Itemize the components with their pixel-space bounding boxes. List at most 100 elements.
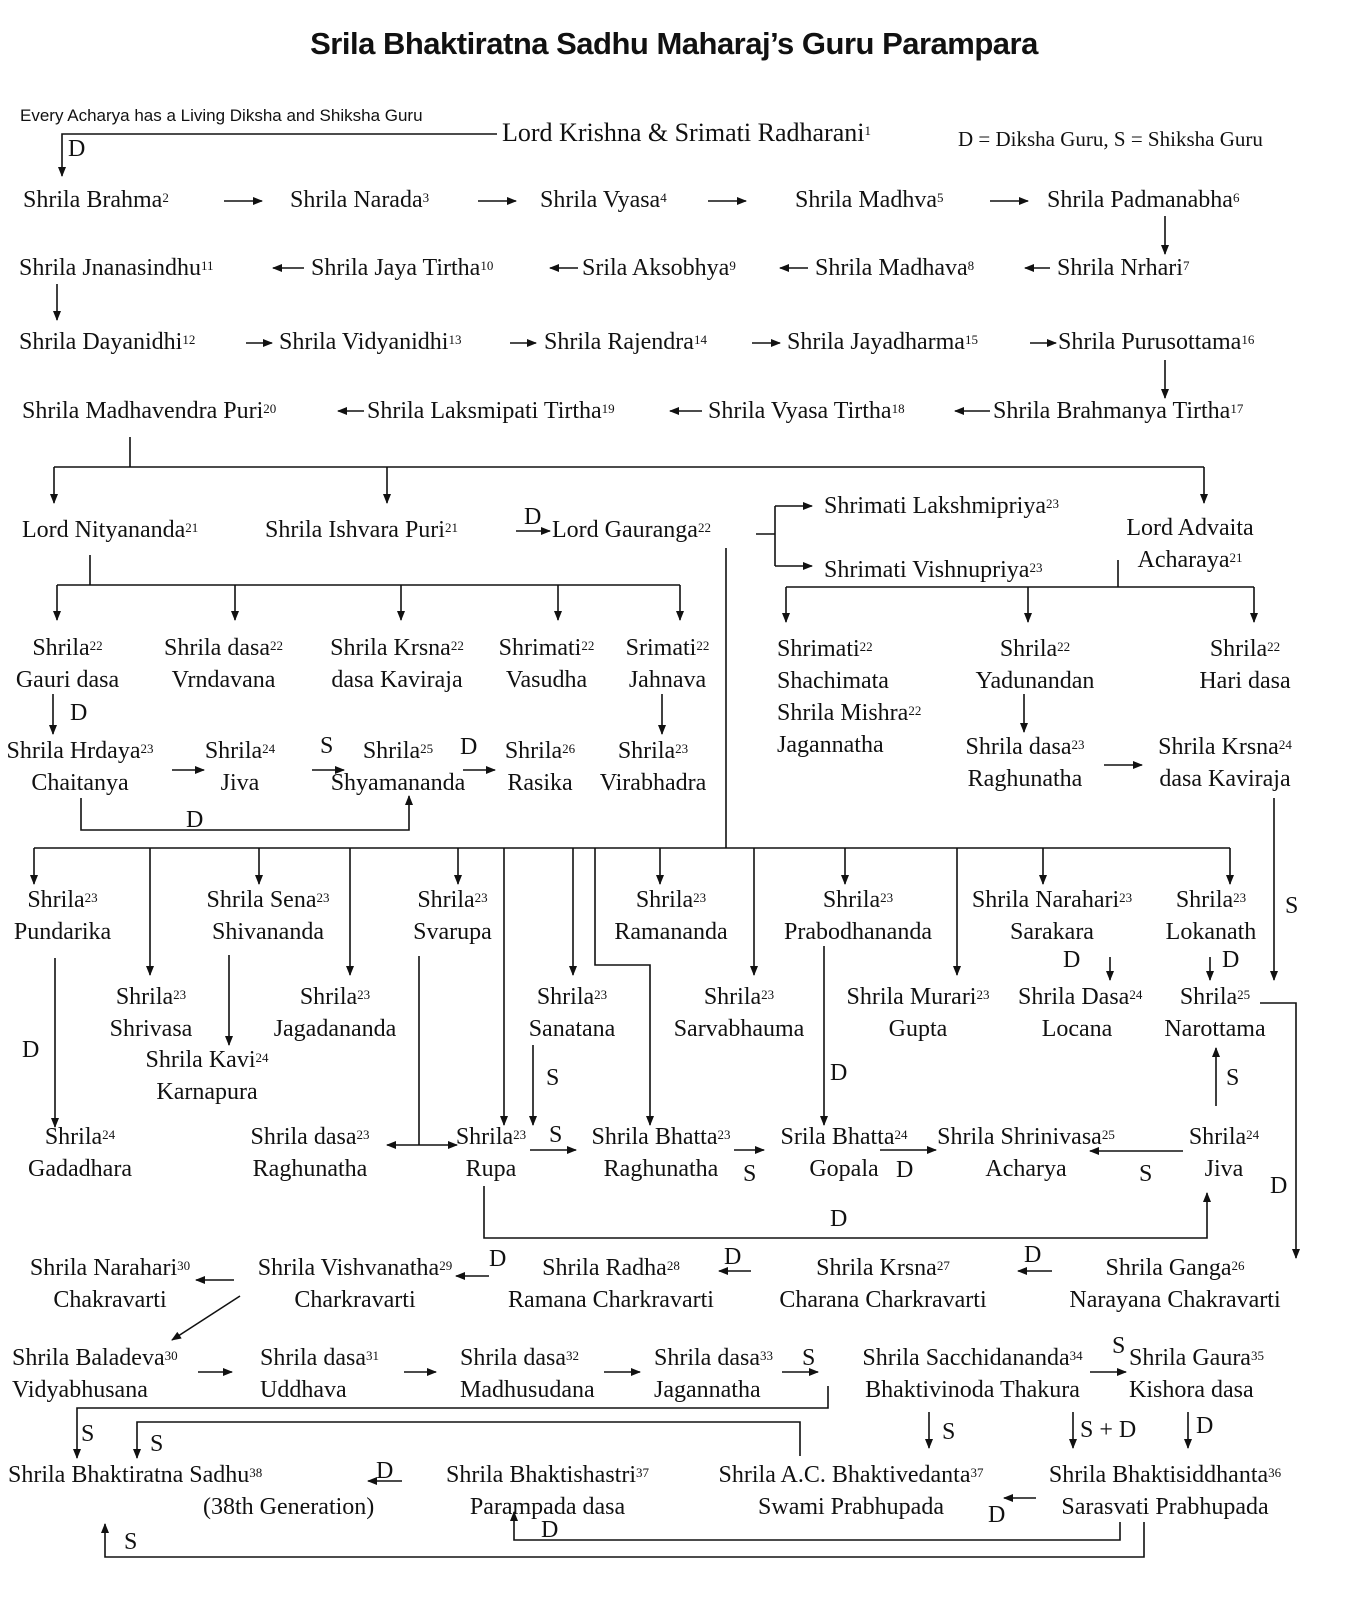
node-ishvara: Shrila Ishvara Puri21 <box>265 517 458 543</box>
edge-label-shiksha: S <box>1139 1161 1153 1187</box>
node-vyasa: Shrila Vyasa4 <box>540 187 667 213</box>
edge-label-shiksha: S <box>320 733 334 759</box>
node-aksobhya: Srila Aksobhya9 <box>582 255 736 281</box>
edge-label-shiksha: S <box>81 1421 95 1447</box>
node-madhava: Shrila Madhava8 <box>815 255 975 281</box>
edge-label-diksha: D <box>186 807 204 833</box>
node-brahmanya: Shrila Brahmanya Tirtha17 <box>993 398 1244 424</box>
node-laksmipati: Shrila Laksmipati Tirtha19 <box>367 398 615 424</box>
edge-label-diksha: D <box>830 1206 848 1232</box>
edge-label-shiksha: S <box>942 1419 956 1445</box>
edge-label-diksha: D <box>988 1502 1006 1528</box>
edge-label-diksha: D <box>896 1157 914 1183</box>
edge-label-shiksha: S <box>1226 1065 1240 1091</box>
node-madhavendra: Shrila Madhavendra Puri20 <box>22 398 277 424</box>
edge-label-diksha: D <box>830 1060 848 1086</box>
edge-label-diksha: D <box>1063 947 1081 973</box>
edge-label-diksha: D <box>70 700 88 726</box>
edge-label-diksha: D <box>1024 1242 1042 1268</box>
edge-label-shiksha: S <box>1112 1333 1126 1359</box>
edge-label-diksha: D <box>524 504 542 530</box>
node-vidyanidhi: Shrila Vidyanidhi13 <box>279 329 462 355</box>
node-brahma: Shrila Brahma2 <box>23 187 169 213</box>
node-purusottama: Shrila Purusottama16 <box>1058 329 1255 355</box>
edge-label-shiksha: S <box>802 1345 816 1371</box>
edge-label-shiksha-diksha: S + D <box>1080 1417 1137 1443</box>
node-dayanidhi: Shrila Dayanidhi12 <box>19 329 196 355</box>
edge-label-diksha: D <box>22 1037 40 1063</box>
edge-label-diksha: D <box>1270 1173 1288 1199</box>
diagram-note: Every Acharya has a Living Diksha and Sh… <box>20 106 423 125</box>
edge-label-diksha: D <box>489 1246 507 1272</box>
node-lakshmipriya: Shrimati Lakshmipriya23 <box>824 493 1059 519</box>
node-jnanasindhu: Shrila Jnanasindhu11 <box>19 255 214 281</box>
node-vishnupriya: Shrimati Vishnupriya23 <box>824 557 1043 583</box>
node-bhaktiratna: Shrila Bhaktiratna Sadhu38(38th Generati… <box>8 1462 375 1520</box>
edge-label-shiksha: S <box>743 1161 757 1187</box>
edge-label-diksha: D <box>724 1244 742 1270</box>
edge-label-diksha: D <box>68 136 86 162</box>
node-narada: Shrila Narada3 <box>290 187 430 213</box>
edge-label-diksha: D <box>541 1517 559 1543</box>
node-nrhari: Shrila Nrhari7 <box>1057 255 1190 281</box>
node-jayatirtha: Shrila Jaya Tirtha10 <box>311 255 494 281</box>
edge-label-diksha: D <box>376 1458 394 1484</box>
node-gauranga: Lord Gauranga22 <box>552 517 711 543</box>
node-madhva: Shrila Madhva5 <box>795 187 944 213</box>
edge-label-diksha: D <box>1222 947 1240 973</box>
node-krishna: Lord Krishna & Srimati Radharani1 <box>502 118 871 147</box>
edge-label-shiksha: S <box>1285 893 1299 919</box>
edge-label-shiksha: S <box>549 1122 563 1148</box>
node-rajendra: Shrila Rajendra14 <box>544 329 707 355</box>
node-padmanabha: Shrila Padmanabha6 <box>1047 187 1240 213</box>
